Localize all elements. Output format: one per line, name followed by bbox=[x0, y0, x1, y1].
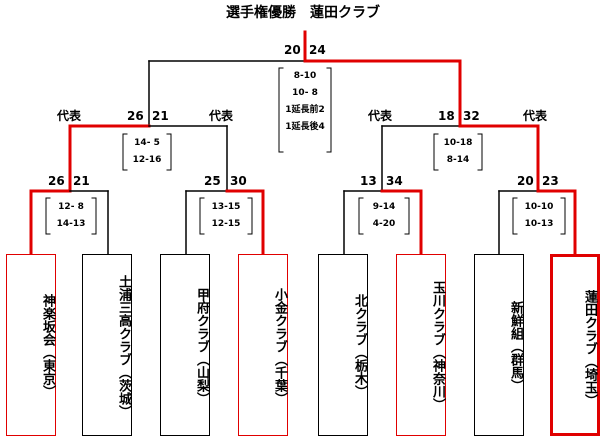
daihyo-label-4: 代表 bbox=[523, 109, 548, 123]
team-name-8: 蓮田クラブ（埼玉） bbox=[582, 289, 597, 407]
r1m3-score-right: 34 bbox=[386, 174, 403, 188]
r1m2-inning-2: 12-15 bbox=[211, 219, 241, 229]
semi1-score-left: 26 bbox=[127, 109, 144, 123]
team-name-5: 北クラブ（栃木） bbox=[352, 294, 367, 398]
r1m1-score-left: 26 bbox=[48, 174, 65, 188]
r1m3-score-left: 13 bbox=[360, 174, 377, 188]
r1m4-inning-1: 10-10 bbox=[524, 202, 554, 212]
final-inning-4: 1延長後4 bbox=[285, 122, 325, 132]
r1m3-innings-box: 9-14 4-20 bbox=[359, 199, 409, 233]
daihyo-label-1: 代表 bbox=[57, 109, 82, 123]
r1m2-score-left: 25 bbox=[204, 174, 221, 188]
r1m1-score-right: 21 bbox=[73, 174, 90, 188]
r1m1-innings-box: 12- 8 14-13 bbox=[46, 199, 96, 233]
r1m1-inning-1: 12- 8 bbox=[58, 202, 84, 212]
champion-title: 選手権優勝 蓮田クラブ bbox=[226, 5, 380, 21]
r1m2-innings-box: 13-15 12-15 bbox=[200, 199, 252, 233]
r1m2-score-right: 30 bbox=[230, 174, 247, 188]
team-name-7: 新鮮組（群馬） bbox=[508, 300, 523, 392]
team-box-2: 土浦三高クラブ（茨城） bbox=[82, 254, 132, 436]
semi1-score-right: 21 bbox=[152, 109, 169, 123]
r1m2-inning-1: 13-15 bbox=[211, 202, 241, 212]
semi1-inning-2: 12-16 bbox=[132, 155, 162, 165]
semi1-inning-1: 14- 5 bbox=[134, 138, 160, 148]
daihyo-label-2: 代表 bbox=[209, 109, 234, 123]
final-score-right: 24 bbox=[309, 43, 326, 57]
r1m4-score-left: 20 bbox=[517, 174, 534, 188]
semi2-score-right: 32 bbox=[463, 109, 480, 123]
final-score-left: 20 bbox=[284, 43, 301, 57]
r1m4-inning-2: 10-13 bbox=[524, 219, 554, 229]
team-name-6: 玉川クラブ（神奈川） bbox=[430, 281, 445, 411]
semi1-innings-box: 14- 5 12-16 bbox=[123, 135, 171, 169]
team-box-8: 蓮田クラブ（埼玉） bbox=[550, 254, 600, 436]
semi2-score-left: 18 bbox=[438, 109, 455, 123]
final-inning-3: 1延長前2 bbox=[285, 105, 325, 115]
r1m3-inning-2: 4-20 bbox=[372, 219, 396, 229]
team-box-3: 甲府クラブ（山梨） bbox=[160, 254, 210, 436]
r1m3-inning-1: 9-14 bbox=[372, 202, 396, 212]
r1m4-innings-box: 10-10 10-13 bbox=[513, 199, 565, 233]
team-box-6: 玉川クラブ（神奈川） bbox=[396, 254, 446, 436]
team-name-4: 小金クラブ（千葉） bbox=[272, 287, 287, 405]
semi2-inning-2: 8-14 bbox=[446, 155, 470, 165]
team-name-2: 土浦三高クラブ（茨城） bbox=[116, 274, 131, 418]
r1m4-score-right: 23 bbox=[542, 174, 559, 188]
final-inning-1: 8-10 bbox=[293, 71, 317, 81]
daihyo-label-3: 代表 bbox=[368, 109, 393, 123]
semi2-innings-box: 10-18 8-14 bbox=[434, 135, 482, 169]
team-name-3: 甲府クラブ（山梨） bbox=[194, 287, 209, 405]
team-box-4: 小金クラブ（千葉） bbox=[238, 254, 288, 436]
r1m1-inning-2: 14-13 bbox=[56, 219, 86, 229]
team-box-1: 神楽坂会（東京） bbox=[6, 254, 56, 436]
team-name-1: 神楽坂会（東京） bbox=[40, 294, 55, 398]
team-box-7: 新鮮組（群馬） bbox=[474, 254, 524, 436]
final-inning-2: 10- 8 bbox=[292, 88, 318, 98]
semi2-inning-1: 10-18 bbox=[443, 138, 473, 148]
final-innings-box: 8-10 10- 8 1延長前2 1延長後4 bbox=[279, 68, 331, 136]
team-box-5: 北クラブ（栃木） bbox=[318, 254, 368, 436]
